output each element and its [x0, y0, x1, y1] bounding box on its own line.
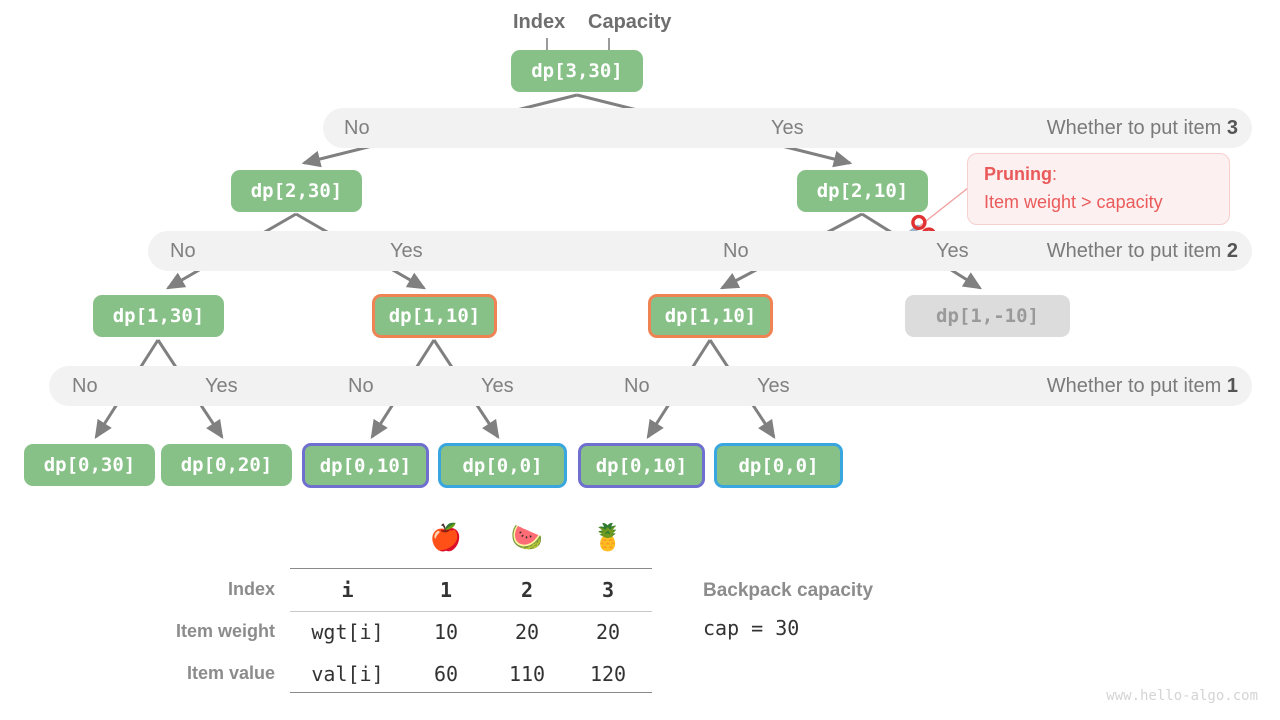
decision-bar-item1-choice-yes-2: Yes [481, 375, 514, 397]
decision-bar-item2-choice-yes-1: Yes [390, 240, 423, 262]
table-rule-bottom [290, 692, 652, 693]
table-rule-top [290, 568, 652, 569]
backpack-capacity-title: Backpack capacity [703, 580, 874, 601]
tree-node-dp-1-neg10-pruned[interactable]: dp[1,-10] [905, 295, 1070, 337]
tree-node-dp-2-30[interactable]: dp[2,30] [231, 170, 362, 212]
table-value-1: 60 [433, 662, 459, 686]
table-row-label-index: Index [227, 579, 275, 599]
tree-node-dp-3-30[interactable]: dp[3,30] [511, 50, 643, 92]
decision-bar-item1-choice-no-3: No [624, 375, 650, 397]
decision-bar-item1-choice-yes-1: Yes [205, 375, 238, 397]
q1-prefix: Whether to put item [1046, 375, 1227, 397]
decision-bar-item1-choice-no-1: No [72, 375, 98, 397]
pruning-callout-reason: Item weight > capacity [984, 192, 1163, 212]
table-weight-2: 20 [514, 620, 540, 644]
table-rule-mid [290, 611, 652, 612]
tree-leaf-dp-0-0-right[interactable]: dp[0,0] [714, 443, 843, 488]
capacity-annotation-label: Capacity [588, 11, 672, 33]
tree-node-dp-1-30[interactable]: dp[1,30] [93, 295, 224, 337]
table-key-val: val[i] [311, 662, 384, 686]
tree-node-dp-2-10[interactable]: dp[2,10] [797, 170, 928, 212]
decision-bar-item2-choice-no-1: No [170, 240, 196, 262]
decision-bar-item1 [49, 366, 1252, 406]
decision-bar-item1-question: Whether to put item 1 [1047, 366, 1238, 406]
pruning-callout-colon: : [1052, 164, 1058, 184]
tree-leaf-dp-0-30[interactable]: dp[0,30] [24, 444, 155, 486]
index-annotation-label: Index [513, 11, 566, 33]
pruning-callout: Pruning: Item weight > capacity [967, 153, 1230, 225]
tree-leaf-dp-0-0-left[interactable]: dp[0,0] [438, 443, 567, 488]
q2-prefix: Whether to put item [1046, 240, 1227, 262]
decision-bar-item2 [148, 231, 1252, 271]
apple-emoji: 🍎 [429, 522, 463, 552]
watermelon-emoji: 🍉 [510, 522, 544, 552]
q3-prefix: Whether to put item [1046, 117, 1227, 139]
decision-bar-item1-choice-no-2: No [348, 375, 374, 397]
table-index-3: 3 [601, 578, 615, 602]
pineapple-emoji: 🍍 [591, 522, 625, 552]
table-value-3: 120 [589, 662, 627, 686]
table-row-label-item-value: Item value [186, 663, 275, 683]
decision-bar-item3-choice-no: No [344, 117, 370, 139]
q3-item: 3 [1226, 117, 1238, 139]
decision-bar-item3-question: Whether to put item 3 [1047, 108, 1238, 148]
q1-item: 1 [1226, 375, 1238, 397]
table-key-wgt: wgt[i] [311, 620, 384, 644]
table-weight-1: 10 [433, 620, 459, 644]
tree-node-dp-1-10-left[interactable]: dp[1,10] [372, 294, 497, 338]
decision-bar-item2-question: Whether to put item 2 [1047, 231, 1238, 271]
decision-bar-item3 [323, 108, 1252, 148]
tree-node-dp-1-10-right[interactable]: dp[1,10] [648, 294, 773, 338]
tree-leaf-dp-0-20[interactable]: dp[0,20] [161, 444, 292, 486]
table-weight-3: 20 [595, 620, 621, 644]
pruning-callout-title: Pruning [984, 164, 1052, 184]
tree-leaf-dp-0-10-left[interactable]: dp[0,10] [302, 443, 429, 488]
site-watermark: www.hello-algo.com [1106, 688, 1258, 704]
table-key-i: i [341, 578, 354, 602]
backpack-capacity-code: cap = 30 [703, 616, 800, 640]
decision-bar-item3-choice-yes: Yes [771, 117, 804, 139]
callout-connector [911, 187, 969, 233]
q2-item: 2 [1226, 240, 1238, 262]
table-index-2: 2 [520, 578, 534, 602]
decision-bar-item2-choice-yes-2: Yes [936, 240, 969, 262]
tree-leaf-dp-0-10-right[interactable]: dp[0,10] [578, 443, 705, 488]
table-index-1: 1 [439, 578, 453, 602]
table-row-label-item-weight: Item weight [175, 621, 275, 641]
pruning-callout-title-line: Pruning: [984, 164, 1213, 185]
table-value-2: 110 [508, 662, 546, 686]
decision-bar-item1-choice-yes-3: Yes [757, 375, 790, 397]
decision-bar-item2-choice-no-2: No [723, 240, 749, 262]
